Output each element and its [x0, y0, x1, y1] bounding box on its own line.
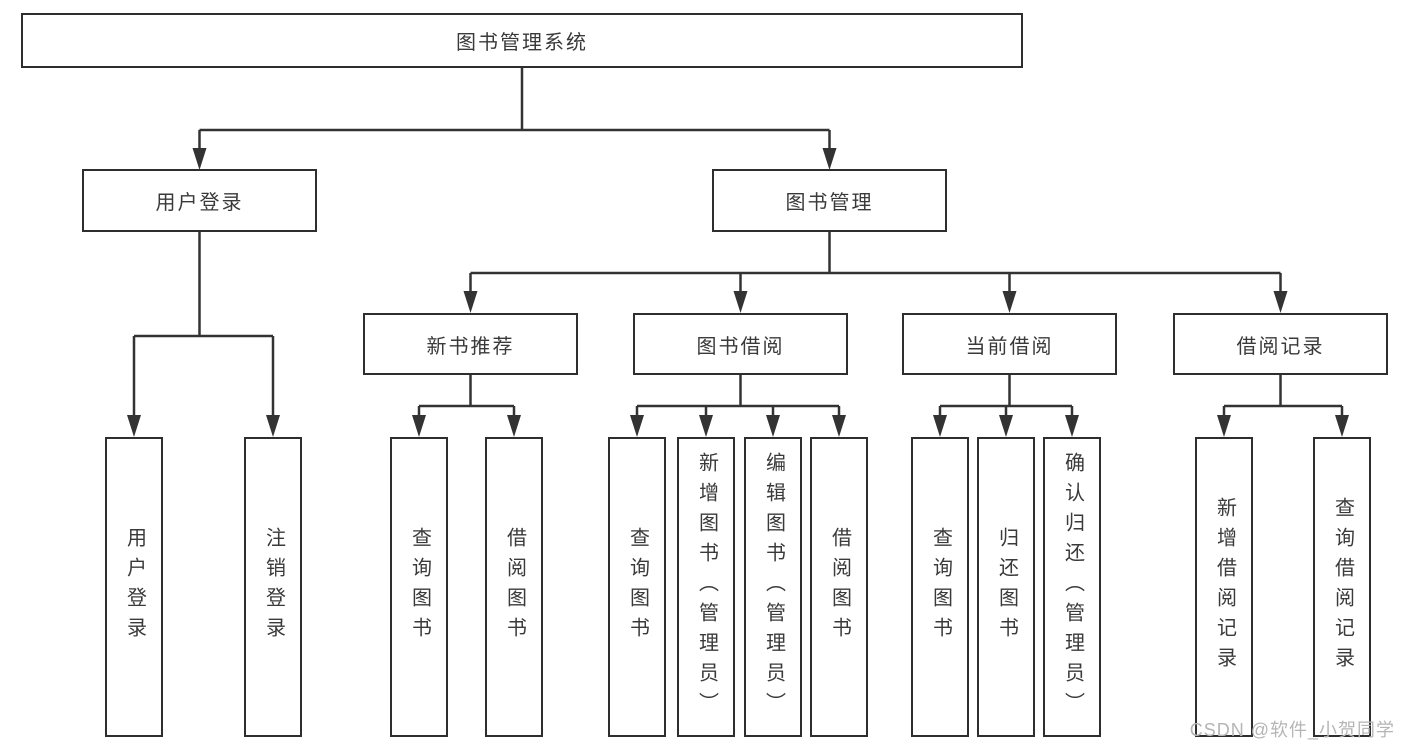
- node-label: 借阅记录: [1236, 335, 1325, 358]
- leaf-query-books: 查询图书: [608, 437, 666, 737]
- node-label: 借阅图书: [828, 527, 851, 647]
- node-label: 确认归还（管理员）: [1061, 452, 1084, 722]
- csdn-watermark: CSDN @软件_小贺同学: [1189, 720, 1395, 740]
- node-label: 图书管理: [785, 192, 874, 214]
- node-label: 借阅图书: [503, 527, 526, 647]
- leaf-query-books: 查询图书: [911, 437, 969, 737]
- node-user-login: 用户登录: [82, 169, 317, 232]
- leaf-borrow-books: 借阅图书: [485, 437, 543, 737]
- node-label: 查询借阅记录: [1331, 497, 1354, 677]
- node-label: 注销登录: [262, 527, 285, 647]
- leaf-edit-book-admin: 编辑图书（管理员）: [744, 437, 802, 737]
- leaf-query-borrowing-record: 查询借阅记录: [1313, 437, 1371, 737]
- leaf-return-books: 归还图书: [977, 437, 1035, 737]
- node-label: 图书借阅: [696, 335, 785, 358]
- node-label: 当前借阅: [965, 335, 1054, 358]
- node-label: 新增图书（管理员）: [695, 452, 718, 722]
- node-label: 查询图书: [929, 527, 952, 647]
- node-label: 归还图书: [995, 527, 1018, 647]
- node-label: 图书管理系统: [456, 32, 588, 54]
- node-borrowing-records: 借阅记录: [1173, 313, 1388, 375]
- leaf-logout: 注销登录: [244, 437, 302, 737]
- node-label: 新书推荐: [426, 335, 515, 358]
- leaf-user-login: 用户登录: [105, 437, 163, 737]
- node-label: 查询图书: [408, 527, 431, 647]
- leaf-query-books: 查询图书: [390, 437, 448, 737]
- node-new-book-recommendation: 新书推荐: [363, 313, 578, 375]
- leaf-add-borrowing-record: 新增借阅记录: [1195, 437, 1253, 737]
- leaf-confirm-return-admin: 确认归还（管理员）: [1043, 437, 1101, 737]
- leaf-add-book-admin: 新增图书（管理员）: [677, 437, 735, 737]
- node-library-management-system: 图书管理系统: [21, 13, 1023, 68]
- arrowheads: [127, 148, 1349, 437]
- branch-lines: [132, 68, 1344, 430]
- node-book-borrowing: 图书借阅: [633, 313, 848, 375]
- leaf-borrow-books: 借阅图书: [810, 437, 868, 737]
- node-label: 新增借阅记录: [1213, 497, 1236, 677]
- node-label: 用户登录: [155, 192, 244, 214]
- node-label: 用户登录: [123, 527, 146, 647]
- node-label: 编辑图书（管理员）: [762, 452, 785, 722]
- node-current-borrowing: 当前借阅: [902, 313, 1117, 375]
- node-label: 查询图书: [626, 527, 649, 647]
- node-book-management: 图书管理: [712, 169, 947, 232]
